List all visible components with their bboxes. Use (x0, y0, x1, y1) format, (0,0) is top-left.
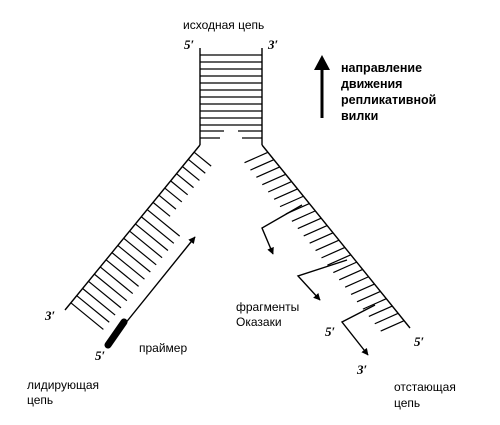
leading-base-pair (152, 201, 171, 217)
primer-segment (104, 318, 128, 349)
end-3prime-leading: 3′ (45, 308, 56, 323)
leading-base-pair (176, 173, 194, 189)
okazaki-fragment-1 (261, 204, 303, 255)
lagging-base-pair (374, 312, 399, 325)
lagging-base-pair (338, 268, 363, 281)
leading-base-pair (187, 158, 206, 174)
leading-base-pair (182, 166, 200, 181)
end-5prime-lagging-right: 5′ (414, 334, 425, 349)
okazaki-fragment-2 (296, 259, 348, 301)
end-3prime-top-right: 3′ (268, 37, 279, 52)
leading-strand-label-1: лидирующая (27, 378, 99, 392)
okazaki-label-1: фрагменты (236, 300, 300, 314)
okazaki-label-2: Оказаки (236, 315, 282, 329)
leading-base-pair (105, 259, 139, 287)
right-arm-outer-strand (261, 144, 411, 329)
fork-direction-label-3: репликативной (341, 93, 437, 107)
leading-base-pair (76, 295, 110, 323)
leading-base-pair (99, 266, 134, 295)
leading-base-pair (193, 151, 212, 167)
lagging-base-pair (362, 298, 387, 310)
leading-base-pair (82, 288, 116, 316)
lagging-base-pair (350, 283, 375, 296)
lagging-base-pair (267, 181, 292, 193)
lagging-base-pair (380, 320, 405, 332)
lagging-base-pair (256, 166, 281, 178)
lagging-base-pair (273, 188, 298, 200)
okazaki-fragment-3 (340, 304, 376, 356)
leading-base-pair (123, 237, 157, 266)
lagging-base-pair (279, 195, 304, 208)
parent-strand-label: исходная цепь (183, 18, 265, 32)
leading-base-pair (164, 187, 183, 203)
leading-base-pair (140, 216, 175, 244)
leading-base-pair (129, 230, 163, 259)
lagging-base-pair (250, 159, 275, 171)
primer-label: праймер (139, 341, 188, 355)
leading-new-strand (119, 236, 196, 331)
lagging-base-pair (315, 239, 340, 252)
end-3prime-lagging: 3′ (357, 362, 368, 377)
lagging-base-pair (327, 254, 352, 266)
lagging-base-pair (344, 276, 369, 288)
leading-base-pair (117, 244, 151, 273)
lagging-base-pair (244, 151, 269, 164)
end-5prime-lagging-left: 5′ (325, 324, 336, 339)
leading-base-pair (88, 280, 122, 309)
fork-direction-label-4: вилки (341, 109, 379, 123)
lagging-base-pair (303, 224, 328, 237)
end-5prime-top-left: 5′ (184, 37, 195, 52)
lagging-base-pair (333, 261, 357, 274)
lagging-base-pair (297, 217, 322, 230)
leading-base-pair (135, 223, 169, 251)
leading-base-pair (111, 252, 145, 280)
lagging-base-pair (321, 246, 346, 259)
lagging-strand-label-1: отстающая (394, 380, 456, 394)
lagging-base-pair (309, 232, 334, 244)
fork-direction-label-1: направление (341, 61, 423, 75)
fork-direction-arrowhead (314, 55, 330, 70)
leading-base-pair (93, 273, 128, 302)
leading-base-pair (170, 180, 189, 196)
lagging-strand-label-2: цепь (394, 396, 421, 410)
leading-base-pair (70, 302, 104, 330)
lagging-base-pair (356, 290, 381, 303)
fork-direction-label-2: движения (341, 77, 403, 91)
lagging-base-pair (291, 210, 316, 222)
left-arm-outer-strand (64, 144, 201, 311)
lagging-base-pair (262, 173, 286, 186)
lagging-base-pair (368, 305, 393, 317)
leading-base-pair (158, 194, 177, 210)
leading-base-pair (146, 209, 181, 237)
leading-strand-label-2: цепь (27, 393, 54, 407)
end-5prime-leading: 5′ (95, 348, 106, 363)
